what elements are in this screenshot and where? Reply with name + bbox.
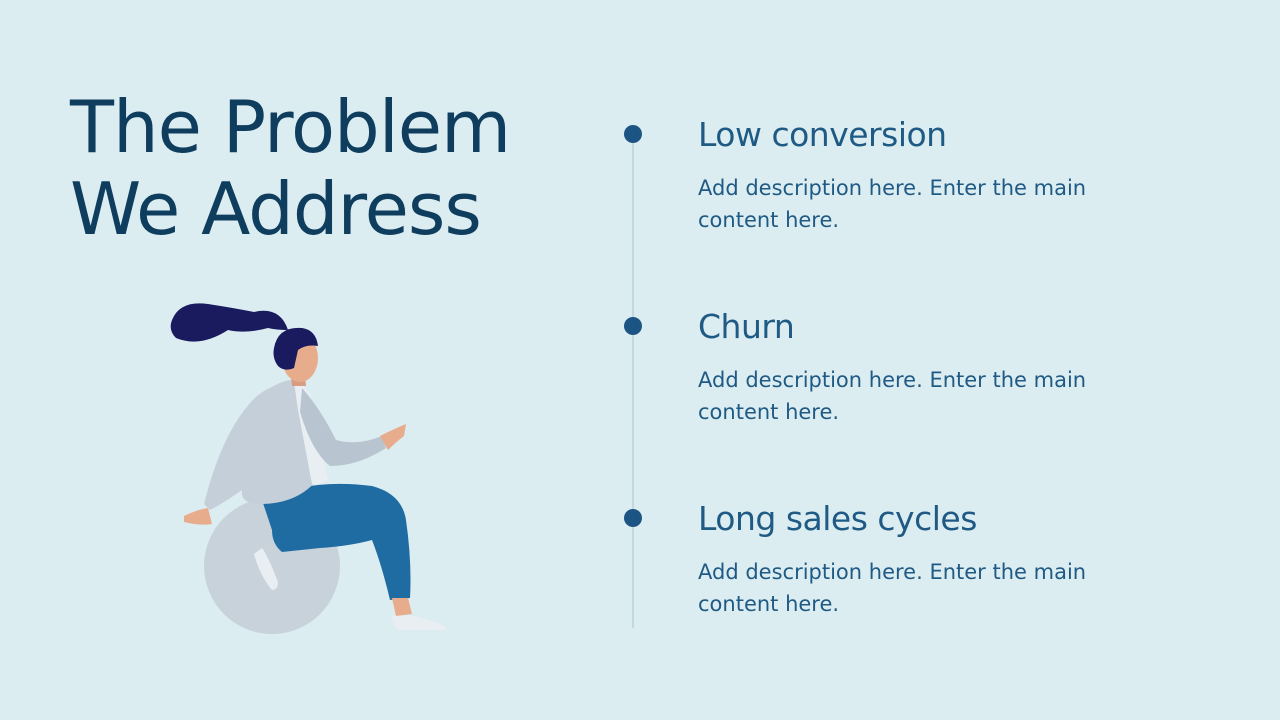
timeline-dot-2 [624,317,642,335]
timeline-line [632,134,634,628]
hand-left-shape [184,508,212,525]
timeline-dot-1 [624,125,642,143]
arm-shape [300,388,386,466]
item-title-churn: Churn [698,307,795,346]
hair-shape [273,327,318,370]
item-description-churn: Add description here. Enter the main con… [698,368,1087,424]
item-description-low-conversion: Add description here. Enter the main con… [698,176,1087,232]
pants-shape [262,483,411,600]
ankle-shape [392,598,412,616]
timeline-dot-3 [624,509,642,527]
hand-right-shape [380,424,406,450]
woman-on-exercise-ball-illustration [170,303,446,634]
shoe-shape [392,615,446,630]
item-title-low-conversion: Low conversion [698,115,947,154]
title-line-2: We Address [70,167,482,251]
slide-title: The Problem We Address [70,86,590,250]
title-line-1: The Problem [70,85,511,169]
jacket-shape [204,380,320,510]
ponytail-shape [170,303,288,342]
shoe-left-shape [254,548,278,590]
item-title-long-sales-cycles: Long sales cycles [698,499,977,538]
item-description-long-sales-cycles: Add description here. Enter the main con… [698,560,1087,616]
